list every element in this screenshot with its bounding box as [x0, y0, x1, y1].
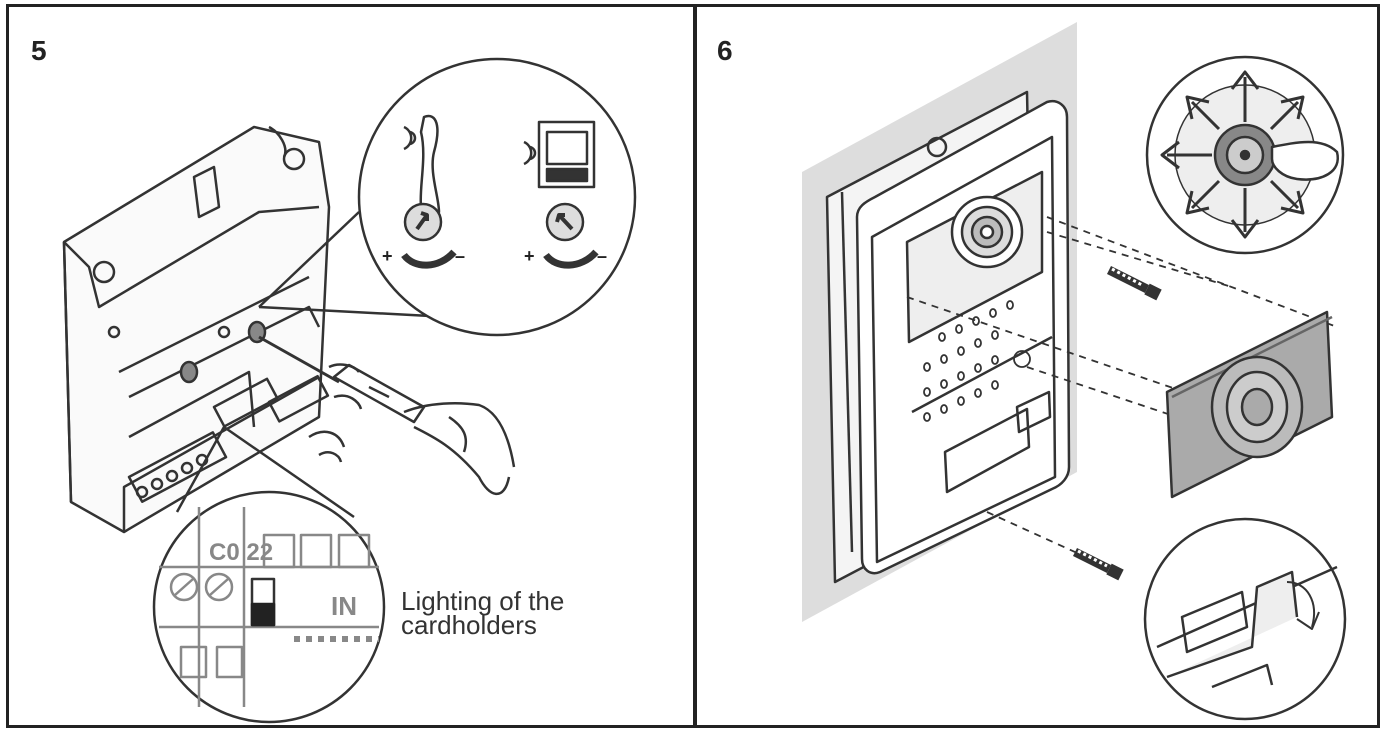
step-5-illustration: C0 22 IN + – + –: [62, 57, 637, 724]
terminal-block: [127, 374, 330, 503]
dip-switch-detail: [159, 507, 379, 707]
joystick-callout: [1145, 55, 1345, 255]
step-6-panel: 6: [694, 4, 1380, 728]
minus-sign-1: –: [455, 246, 465, 266]
speaker-panel-icon: [523, 120, 596, 189]
wall-mount-base: [62, 125, 331, 534]
step-number: 6: [717, 35, 733, 66]
caption-line-2: cardholders: [401, 610, 537, 640]
plus-sign-1: +: [382, 246, 393, 266]
lighting-caption: Lighting of the cardholders: [401, 586, 565, 640]
camera-module: [950, 195, 1024, 269]
in-label: IN: [331, 591, 357, 621]
dip-switch: [250, 577, 276, 627]
plus-sign-2: +: [524, 246, 535, 266]
screw-top: [1106, 265, 1162, 301]
speaker-volume-knob: [543, 202, 599, 269]
screw-bottom: [1072, 547, 1124, 581]
terminal-label: C0 22: [209, 539, 273, 566]
step-number: 5: [31, 35, 47, 66]
handset-volume-knob: [401, 202, 457, 269]
trimmer-screws: [179, 320, 267, 384]
minus-sign-2: –: [597, 246, 607, 266]
screwdriver-hand: [258, 335, 516, 496]
bracket-detail-callout: [1143, 517, 1347, 721]
caption-line-1: Lighting of the: [401, 586, 565, 616]
step-5-panel: 5: [6, 4, 696, 728]
camera-cover-plate: [1165, 310, 1334, 499]
step-6-illustration: [802, 22, 1347, 721]
keypad-holes: [923, 300, 1031, 422]
